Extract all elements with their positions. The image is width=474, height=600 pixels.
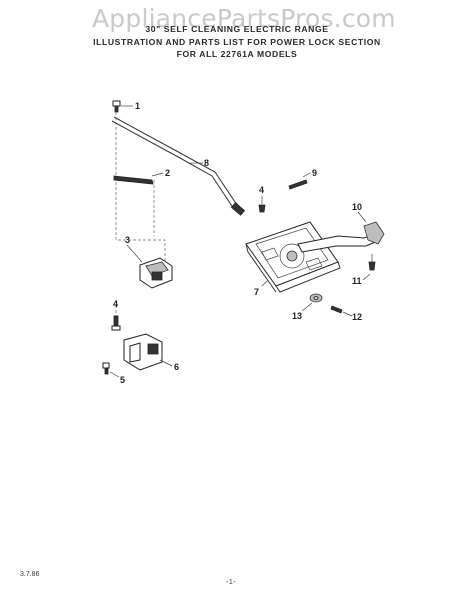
callout-7: 7 — [254, 287, 259, 297]
part-4-screw-left: 4 — [111, 299, 121, 331]
callout-8: 8 — [204, 158, 209, 168]
part-11-screw: 11 — [352, 254, 376, 286]
callout-11: 11 — [352, 276, 362, 286]
callout-6: 6 — [174, 362, 179, 372]
footer-date: 3.7.86 — [20, 571, 40, 578]
part-7-latch-plate: 7 — [245, 221, 341, 297]
callout-13: 13 — [292, 311, 302, 321]
callout-10: 10 — [352, 202, 362, 212]
part-4-screw-right: 4 — [258, 185, 266, 213]
part-6-switch: 6 — [123, 333, 179, 372]
callout-12: 12 — [352, 312, 362, 322]
callout-5: 5 — [120, 375, 125, 385]
page-number: -1- — [226, 579, 237, 586]
part-1-screw: 1 — [112, 100, 140, 113]
part-10-latch-arm: 10 — [297, 202, 385, 253]
callout-1: 1 — [135, 101, 140, 111]
part-13-washer: 13 — [292, 293, 323, 321]
callout-9: 9 — [312, 168, 317, 178]
callout-4-left: 4 — [113, 299, 118, 309]
part-12-screw: 12 — [330, 305, 362, 322]
part-5-screw: 5 — [102, 362, 125, 385]
part-9-pin: 9 — [288, 168, 317, 190]
header-line-3: FOR ALL 22761A MODELS — [176, 49, 298, 59]
part-3-solenoid: 3 — [125, 235, 173, 289]
callout-4-right: 4 — [259, 185, 264, 195]
callout-3: 3 — [125, 235, 130, 245]
header-line-1: 30" SELF CLEANING ELECTRIC RANGE — [145, 24, 329, 34]
part-8-rod: 8 — [111, 116, 246, 216]
callout-2: 2 — [165, 168, 170, 178]
header-line-2: ILLUSTRATION AND PARTS LIST FOR POWER LO… — [93, 37, 381, 47]
part-2-pin: 2 — [113, 168, 170, 185]
watermark: AppliancePartsPros.com — [92, 4, 396, 33]
